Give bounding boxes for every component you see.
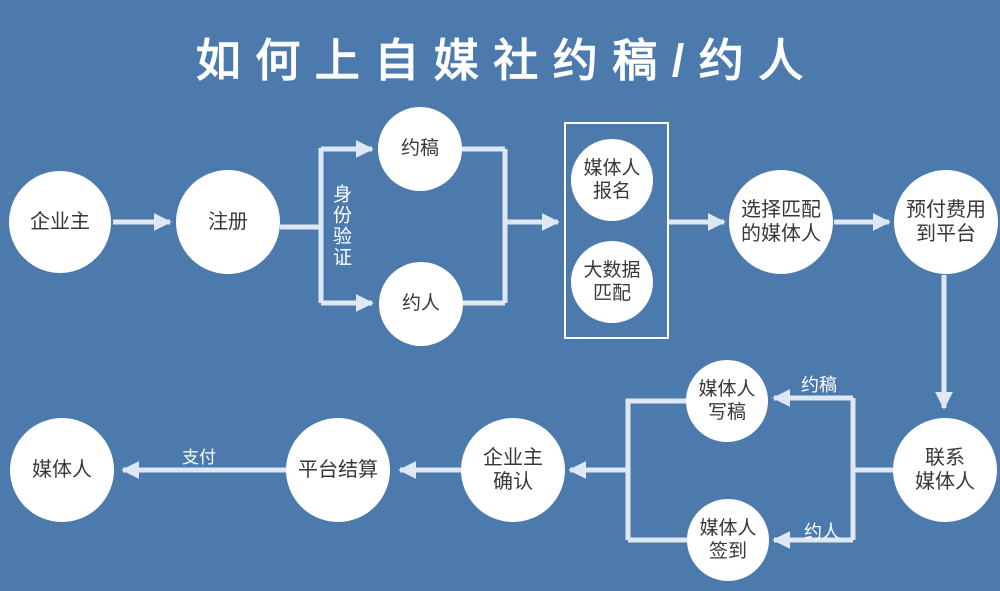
connector-merge-bracket2 (625, 398, 687, 543)
connector-contact-split (850, 398, 893, 540)
label-payment: 支付 (182, 448, 216, 467)
node-media-person: 媒体人 (10, 418, 114, 522)
node-label: 注册 (208, 210, 248, 233)
node-commission-person: 约人 (379, 262, 463, 346)
connector-merge-bracket (462, 146, 508, 306)
node-label: 大数据 匹配 (583, 259, 641, 304)
label-commission-article: 约稿 (801, 375, 837, 395)
node-register: 注册 (176, 170, 280, 274)
node-media-write: 媒体人 写稿 (686, 360, 768, 442)
node-label: 企业主 (30, 210, 90, 233)
page-title: 如 何 上 自 媒 社 约 稿 / 约 人 (195, 35, 805, 86)
node-contact-media: 联系 媒体人 (893, 418, 997, 522)
label-commission-person: 约人 (804, 522, 840, 542)
node-owner-confirm: 企业主 确认 (461, 418, 565, 522)
node-label: 预付费用 到平台 (906, 198, 986, 245)
node-commission-article: 约稿 (378, 107, 462, 191)
node-media-checkin: 媒体人 签到 (687, 499, 769, 581)
node-business-owner: 企业主 (9, 171, 111, 273)
node-label: 媒体人 签到 (699, 517, 757, 562)
node-prepay-platform: 预付费用 到平台 (894, 170, 998, 274)
node-label: 媒体人 写稿 (698, 378, 756, 423)
node-platform-settle: 平台结算 (286, 418, 390, 522)
node-label: 平台结算 (298, 458, 378, 481)
label-identity-verification: 身份验证 (330, 184, 351, 268)
node-label: 企业主 确认 (483, 446, 543, 493)
node-media-signup: 媒体人 报名 (571, 139, 653, 221)
match-group-box (564, 122, 669, 339)
node-label: 媒体人 (32, 458, 92, 481)
node-label: 联系 媒体人 (915, 446, 975, 493)
connector-register-split (280, 148, 324, 303)
node-bigdata-match: 大数据 匹配 (571, 241, 653, 323)
node-label: 选择匹配 的媒体人 (741, 198, 821, 245)
node-select-media: 选择匹配 的媒体人 (729, 170, 833, 274)
node-label: 约稿 (400, 138, 439, 160)
node-label: 约人 (401, 293, 440, 315)
node-label: 媒体人 报名 (583, 157, 641, 202)
